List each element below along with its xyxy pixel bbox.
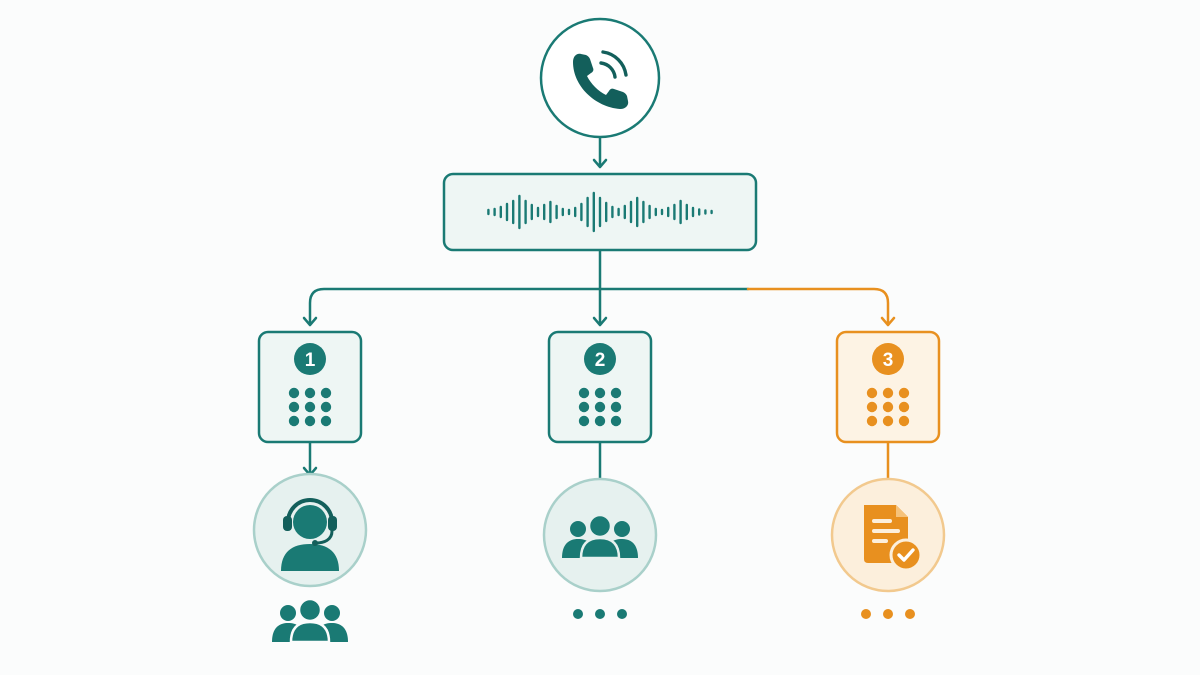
keypad-dot — [594, 387, 606, 399]
keypad-dot — [320, 387, 332, 399]
keypad-dot — [288, 387, 300, 399]
keypad-dot — [578, 387, 590, 399]
agent-node — [252, 472, 368, 588]
keypad-dot — [898, 387, 910, 399]
keypad-icon — [288, 387, 332, 427]
keypad-icon — [866, 387, 910, 427]
connector-branch-3 — [746, 287, 890, 326]
branch-3: 3 — [830, 330, 946, 619]
audio-box — [442, 172, 758, 252]
option-number-badge — [872, 343, 904, 375]
option-number-badge — [584, 343, 616, 375]
keypad-dot — [610, 415, 622, 427]
keypad-dot — [610, 401, 622, 413]
connector-keypad-1-to-agent — [302, 441, 318, 477]
document-node — [830, 477, 946, 593]
keypad-dot — [320, 415, 332, 427]
phone-node — [539, 17, 661, 139]
keypad-dot — [578, 415, 590, 427]
keypad-dot — [304, 387, 316, 399]
keypad-dot — [288, 415, 300, 427]
option-number-badge — [294, 343, 326, 375]
document-check-icon — [864, 505, 923, 572]
keypad-dot — [288, 401, 300, 413]
connector-branch-1 — [308, 287, 602, 326]
keypad-option-2[interactable]: 2 — [547, 330, 653, 444]
keypad-dot — [882, 415, 894, 427]
option-number: 2 — [595, 350, 606, 371]
sound-waveform-icon — [487, 191, 713, 233]
agent-headset-icon — [281, 498, 339, 571]
keypad-icon — [578, 387, 622, 427]
branch-2: 2 — [542, 330, 658, 619]
connector-phone-to-audio — [592, 136, 608, 169]
keypad-dot — [866, 387, 878, 399]
keypad-dot — [866, 401, 878, 413]
keypad-dot — [882, 401, 894, 413]
keypad-dot — [320, 401, 332, 413]
keypad-dot — [882, 387, 894, 399]
keypad-dot — [578, 401, 590, 413]
keypad-dot — [898, 401, 910, 413]
option-number: 3 — [883, 350, 894, 371]
keypad-option-1[interactable]: 1 — [257, 330, 363, 444]
connectors — [302, 136, 896, 480]
ellipsis-icon — [861, 609, 915, 619]
keypad-dot — [898, 415, 910, 427]
keypad-dot — [304, 401, 316, 413]
keypad-dot — [594, 401, 606, 413]
keypad-dot — [610, 387, 622, 399]
group-icon — [272, 597, 348, 644]
phone-ringing-icon — [573, 50, 629, 109]
keypad-dot — [866, 415, 878, 427]
keypad-dot — [594, 415, 606, 427]
keypad-dot — [304, 415, 316, 427]
keypad-option-3[interactable]: 3 — [835, 330, 941, 444]
ellipsis-icon — [573, 609, 627, 619]
group-icon — [562, 513, 638, 560]
option-number: 1 — [305, 350, 316, 371]
group-node — [542, 477, 658, 593]
branch-1: 1 — [252, 330, 368, 644]
